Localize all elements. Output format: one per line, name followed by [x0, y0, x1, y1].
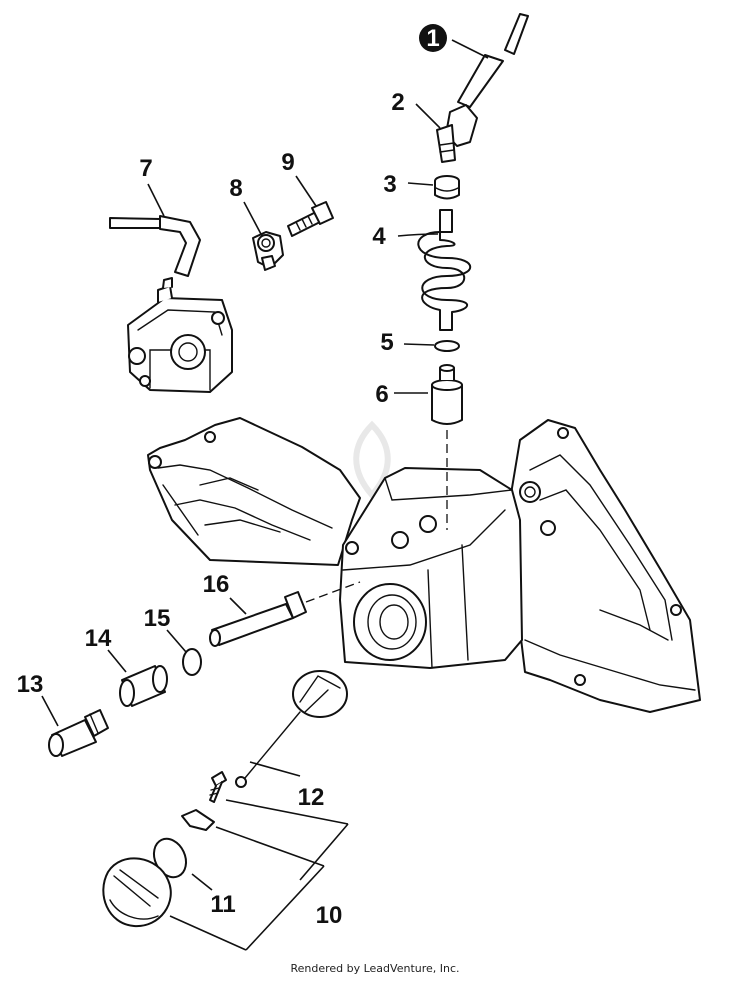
part-2-elbow-fitting — [436, 104, 478, 163]
part-15-o-ring — [182, 648, 202, 676]
callout-2: 2 — [391, 89, 404, 116]
fuel-tank-housing — [147, 417, 701, 713]
part-7-hose — [109, 215, 201, 277]
callout-12: 12 — [298, 784, 325, 811]
callout-6: 6 — [375, 381, 388, 408]
callout-3: 3 — [383, 171, 396, 198]
part-13-plug — [48, 709, 109, 757]
carburetor — [127, 277, 233, 393]
callout-1: 1 — [426, 25, 439, 52]
part-4-coiled-hose — [417, 209, 471, 331]
part-10-clip — [181, 809, 215, 831]
leader-lines — [41, 39, 489, 951]
callout-4: 4 — [372, 223, 386, 250]
part-3-grommet — [434, 175, 460, 200]
footer-credit: Rendered by LeadVenture, Inc. — [290, 962, 460, 975]
part-12-cap-retainer — [209, 670, 348, 803]
part-6-fuel-filter — [431, 364, 463, 425]
callout-11: 11 — [210, 891, 235, 918]
watermark-flame-icon — [353, 420, 391, 500]
fuel-cap — [102, 857, 172, 928]
callout-9: 9 — [281, 149, 294, 176]
callout-5: 5 — [380, 329, 393, 356]
callout-15: 15 — [144, 605, 171, 632]
part-5-o-ring — [434, 340, 460, 352]
part-1-fuel-line — [457, 13, 529, 108]
callout-14: 14 — [85, 625, 112, 652]
callout-8: 8 — [229, 175, 242, 202]
part-8-connector — [252, 231, 284, 271]
callout-7: 7 — [139, 155, 152, 182]
part-9-bolt — [287, 201, 334, 237]
part-14-sleeve — [119, 665, 168, 707]
callout-10: 10 — [316, 902, 343, 929]
callout-13: 13 — [17, 671, 44, 698]
callouts: 1 2 3 4 5 6 7 8 9 10 11 12 13 14 15 16 — [17, 24, 447, 929]
callout-1-badge — [419, 24, 447, 52]
callout-16: 16 — [203, 571, 230, 598]
assembly-line-pin — [305, 581, 361, 603]
part-16-pin — [209, 591, 307, 647]
